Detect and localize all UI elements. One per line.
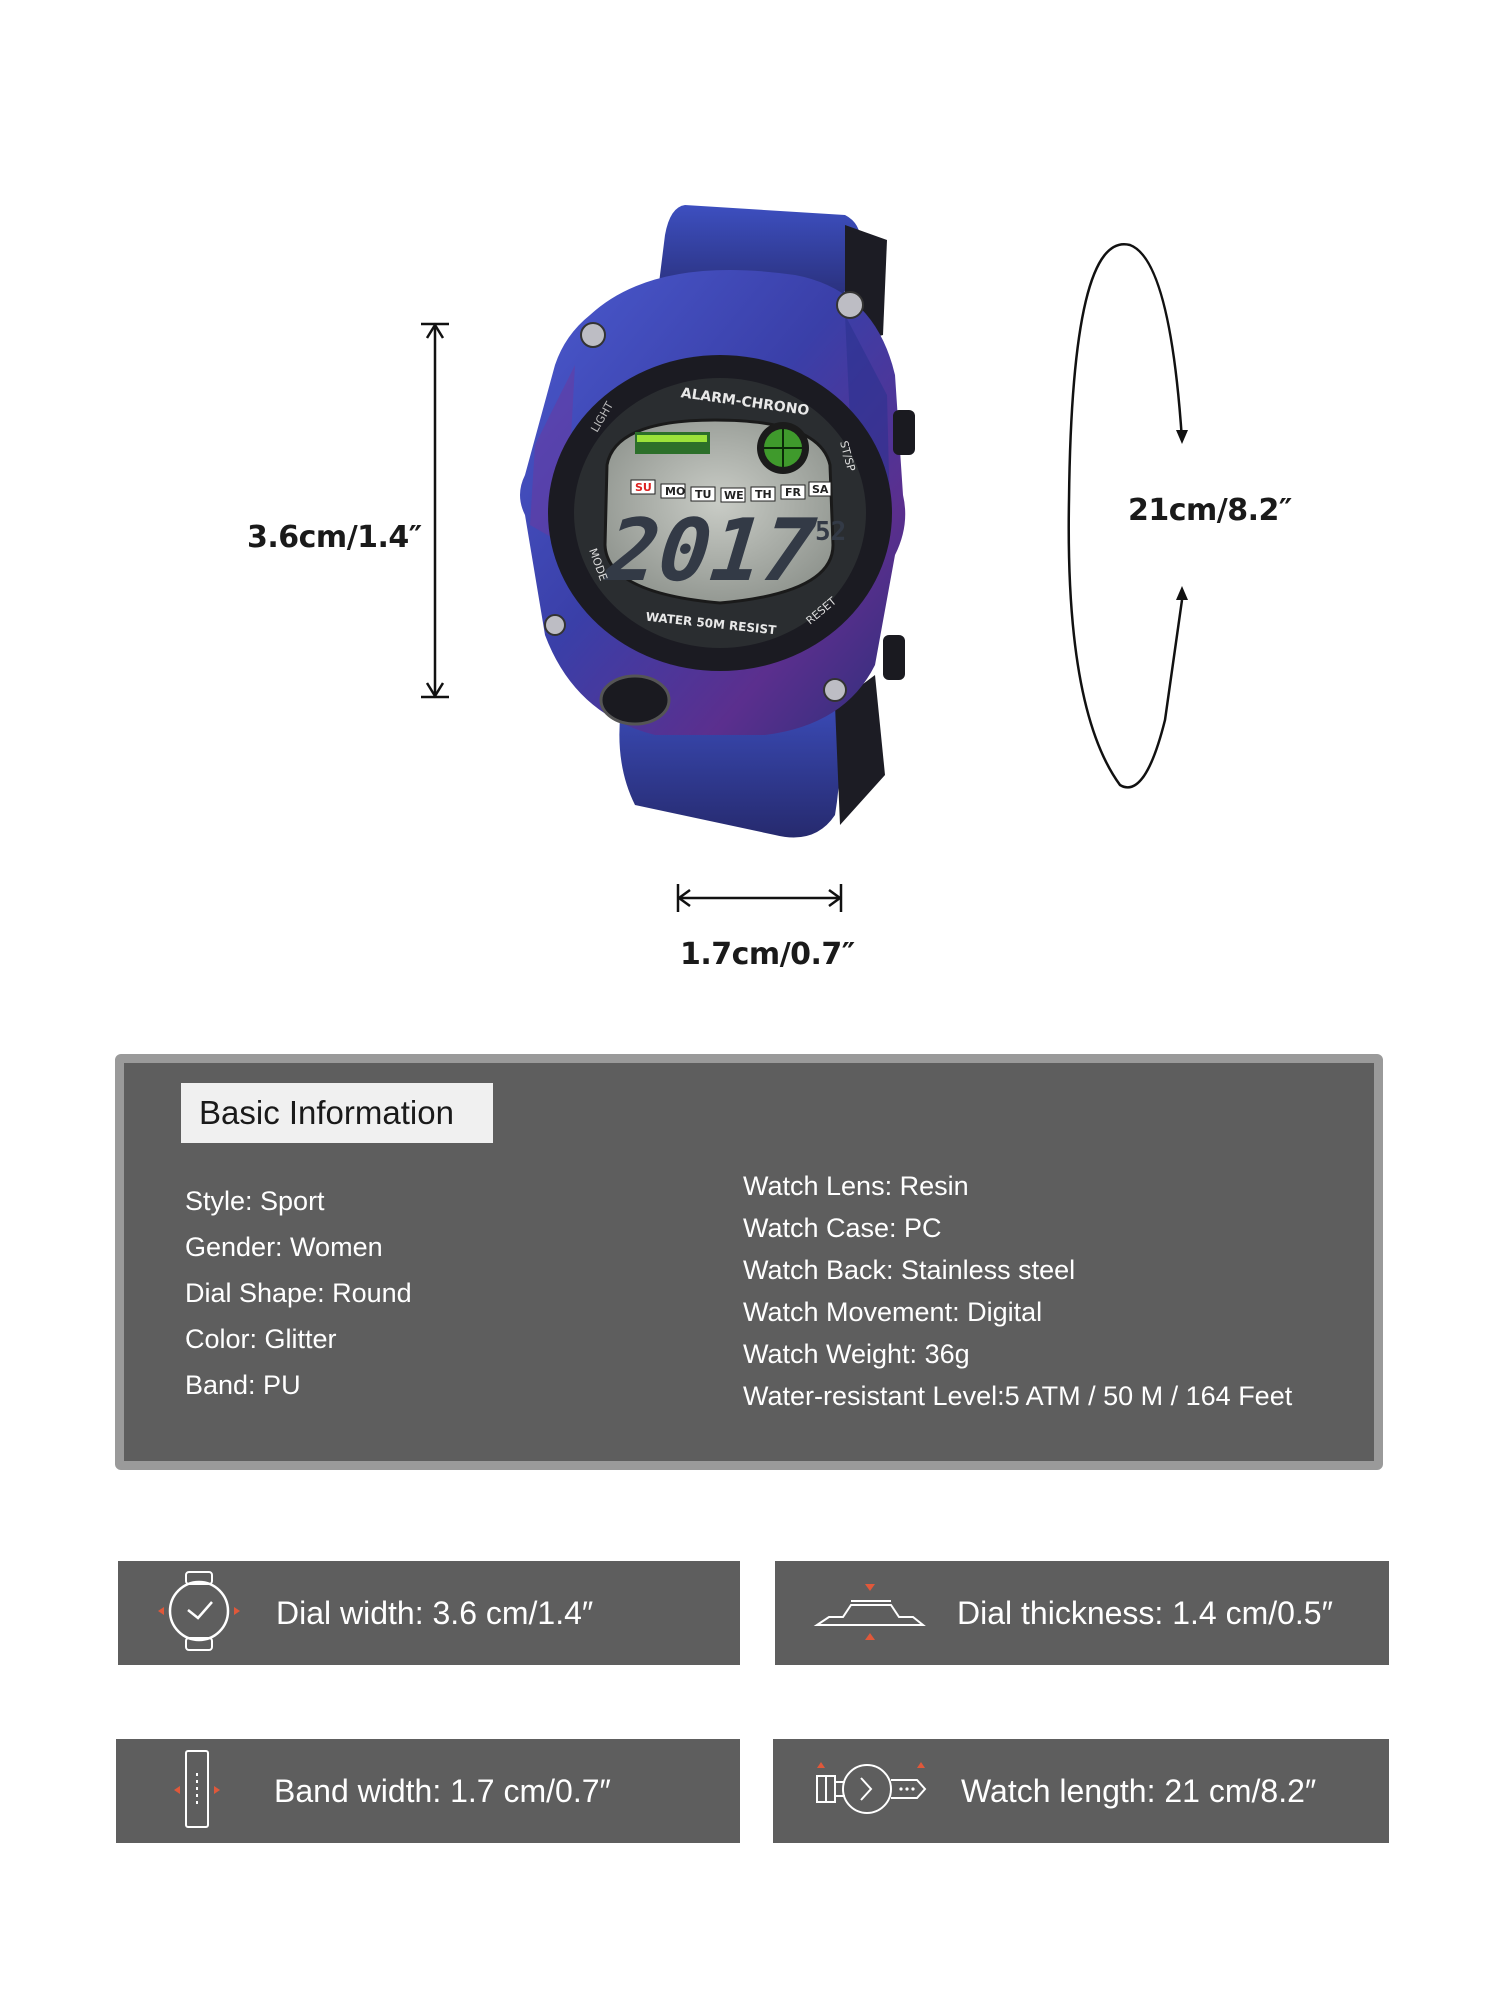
spec-case: Watch Case: PC	[743, 1213, 942, 1243]
spec-lens: Watch Lens: Resin	[743, 1171, 969, 1201]
spec-gender: Gender: Women	[185, 1232, 383, 1262]
svg-text:WE: WE	[724, 489, 744, 502]
dial-thickness-card: Dial thickness: 1.4 cm/0.5″	[775, 1561, 1389, 1665]
height-dimension-label: 3.6cm/1.4″	[247, 520, 422, 555]
spec-dial-shape: Dial Shape: Round	[185, 1278, 412, 1308]
dial-width-text: Dial width: 3.6 cm/1.4″	[276, 1594, 594, 1631]
svg-text:FR: FR	[785, 486, 802, 499]
band-width-text: Band width: 1.7 cm/0.7″	[274, 1772, 611, 1809]
spec-movement: Watch Movement: Digital	[743, 1297, 1043, 1327]
band-dimension-arrow	[676, 884, 843, 912]
lcd-digits: 2017	[600, 501, 820, 601]
svg-text:SA: SA	[812, 483, 829, 496]
spec-color: Color: Glitter	[185, 1324, 337, 1354]
spec-water-resistant: Water-resistant Level:5 ATM / 50 M / 164…	[743, 1381, 1293, 1411]
watch-length-icon	[813, 1758, 929, 1825]
day-indicators: SU MO TU WE TH FR SA	[630, 479, 832, 503]
spec-back: Watch Back: Stainless steel	[743, 1255, 1076, 1285]
dial-thickness-icon	[813, 1581, 927, 1646]
spec-weight: Watch Weight: 36g	[743, 1339, 970, 1369]
svg-text:TH: TH	[755, 488, 772, 501]
watch-length-card: Watch length: 21 cm/8.2″	[773, 1739, 1389, 1843]
svg-text:MO: MO	[665, 485, 685, 498]
bottom-button	[599, 674, 671, 726]
length-dimension-loop	[1067, 242, 1188, 789]
dial-thickness-text: Dial thickness: 1.4 cm/0.5″	[957, 1594, 1333, 1631]
watch-face-icon	[156, 1570, 242, 1657]
band-width-card: Band width: 1.7 cm/0.7″	[116, 1739, 740, 1843]
svg-text:TU: TU	[695, 488, 711, 501]
band-dimension-label: 1.7cm/0.7″	[680, 937, 855, 972]
height-dimension-arrow	[421, 322, 449, 699]
dial-width-card: Dial width: 3.6 cm/1.4″	[118, 1561, 740, 1665]
band-width-icon	[172, 1749, 222, 1834]
lcd-seconds: 52	[815, 517, 846, 547]
spec-band: Band: PU	[185, 1370, 301, 1400]
basic-info-title: Basic Information	[181, 1083, 493, 1143]
svg-text:SU: SU	[635, 481, 652, 494]
watch-image: SU MO TU WE TH FR SA 2017 52 ALARM-CHRON…	[520, 205, 915, 838]
spec-style: Style: Sport	[185, 1186, 325, 1216]
length-dimension-label: 21cm/8.2″	[1128, 493, 1292, 528]
watch-length-text: Watch length: 21 cm/8.2″	[961, 1772, 1317, 1809]
